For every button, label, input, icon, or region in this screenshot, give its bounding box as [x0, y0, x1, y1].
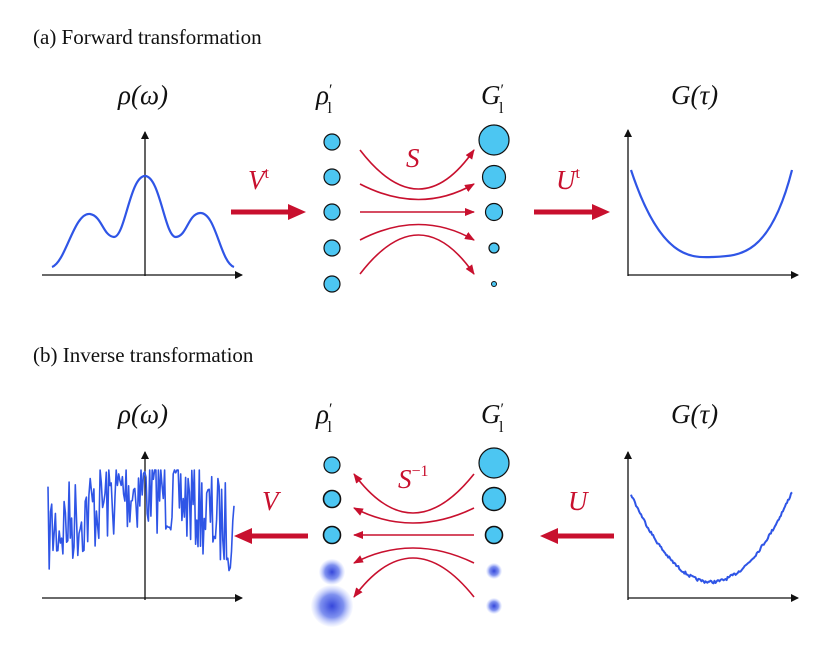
rho-l-coefficient	[323, 275, 341, 293]
panel-b-S-inverse-arrow	[353, 557, 475, 598]
panel-a-spectral-function-curve	[51, 174, 235, 269]
panel-a-rho-omega-label: ρ(ω)	[117, 80, 168, 110]
panel-b-G-tau-plot	[624, 451, 799, 602]
svg-text:G′l: G′l	[481, 80, 504, 117]
panel-b-S-inverse-arrow	[353, 473, 475, 514]
panel-a-Ut-label: Ut	[556, 165, 581, 195]
panel-b-V-operator: V	[234, 486, 308, 544]
panel-a-S-arrow	[359, 149, 475, 190]
rho-l-coefficient	[323, 456, 341, 474]
rho-l-coefficient	[323, 239, 341, 257]
rho-l-coefficient	[323, 168, 341, 186]
G-l-coefficient	[478, 447, 510, 479]
panel-a-Ut-operator: Ut	[534, 165, 610, 220]
G-l-coefficient	[481, 164, 507, 190]
rho-l-coefficient	[323, 133, 341, 151]
rho-l-noisy-coefficient	[311, 585, 353, 627]
G-l-coefficient	[478, 124, 510, 156]
panel-a-heading: (a) Forward transformation	[33, 25, 262, 49]
G-l-coefficient	[491, 281, 497, 287]
panel-a-S-label: S	[406, 143, 420, 173]
panel-b-G-l-coefficients	[478, 447, 510, 614]
rho-l-coefficient	[323, 203, 341, 221]
svg-text:ρ′l: ρ′l	[315, 80, 332, 117]
panel-b-rho-omega-plot	[42, 451, 243, 602]
panel-b-S-inverse-label: S−1	[398, 463, 429, 494]
panel-b-V-label: V	[262, 486, 282, 516]
svg-text:G′l: G′l	[481, 399, 504, 436]
panel-a-Ut-arrow-head	[592, 204, 610, 220]
panel-b-U-arrow-head	[540, 528, 558, 544]
G-l-coefficient	[484, 525, 504, 545]
panel-a-G-tau-plot	[624, 129, 799, 279]
panel-b-noisy-spectral-function-curve	[47, 469, 235, 572]
G-l-noisy-coefficient	[486, 563, 502, 579]
rho-l-coefficient	[322, 525, 342, 545]
panel-b-noisy-green-function-curve	[630, 491, 793, 585]
panel-a-S-arrow	[359, 223, 475, 241]
panel-a-S-arrow	[359, 183, 475, 201]
panel-a-Vt-label: Vt	[248, 165, 270, 195]
panel-b-S-inverse-arrow	[353, 547, 475, 564]
panel-b-rho-omega-label: ρ(ω)	[117, 399, 168, 429]
panel-b-G-l-label: G′l	[481, 399, 504, 436]
panel-a-S-arrow	[359, 234, 475, 275]
panel-a-rho-l-label: ρ′l	[315, 80, 332, 117]
panel-a-rho-omega-plot	[42, 131, 243, 279]
panel-a-G-l-label: G′l	[481, 80, 504, 117]
G-l-coefficient	[488, 242, 500, 254]
panel-b-U-label: U	[568, 486, 589, 516]
panel-b-U-operator: U	[540, 486, 614, 544]
rho-l-coefficient	[322, 489, 342, 509]
panel-b-heading: (b) Inverse transformation	[33, 343, 254, 367]
G-l-coefficient	[481, 486, 507, 512]
svg-text:ρ′l: ρ′l	[315, 399, 332, 436]
panel-b-G-tau-label: G(τ)	[671, 399, 718, 429]
panel-a-G-l-coefficients	[478, 124, 510, 287]
panel-b-rho-l-coefficients	[311, 456, 353, 627]
panel-inverse-transformation: (b) Inverse transformation ρ(ω) ρ′l G′l …	[33, 343, 799, 627]
rho-l-noisy-coefficient	[319, 559, 345, 585]
G-l-coefficient	[484, 202, 504, 222]
panel-b-S-inverse-operator: S−1	[353, 463, 475, 598]
panel-a-S-operator: S	[359, 143, 475, 275]
panel-a-Vt-operator: Vt	[231, 165, 306, 220]
panel-b-rho-l-label: ρ′l	[315, 399, 332, 436]
panel-b-V-arrow-head	[234, 528, 252, 544]
panel-a-rho-l-coefficients	[323, 133, 341, 293]
panel-a-Vt-arrow-head	[288, 204, 306, 220]
panel-forward-transformation: (a) Forward transformation ρ(ω) ρ′l G′l …	[33, 25, 799, 293]
G-l-noisy-coefficient	[486, 598, 502, 614]
panel-a-G-tau-label: G(τ)	[671, 80, 718, 110]
panel-a-imaginary-time-green-function-curve	[629, 169, 794, 259]
panel-b-S-inverse-arrow	[353, 507, 475, 524]
